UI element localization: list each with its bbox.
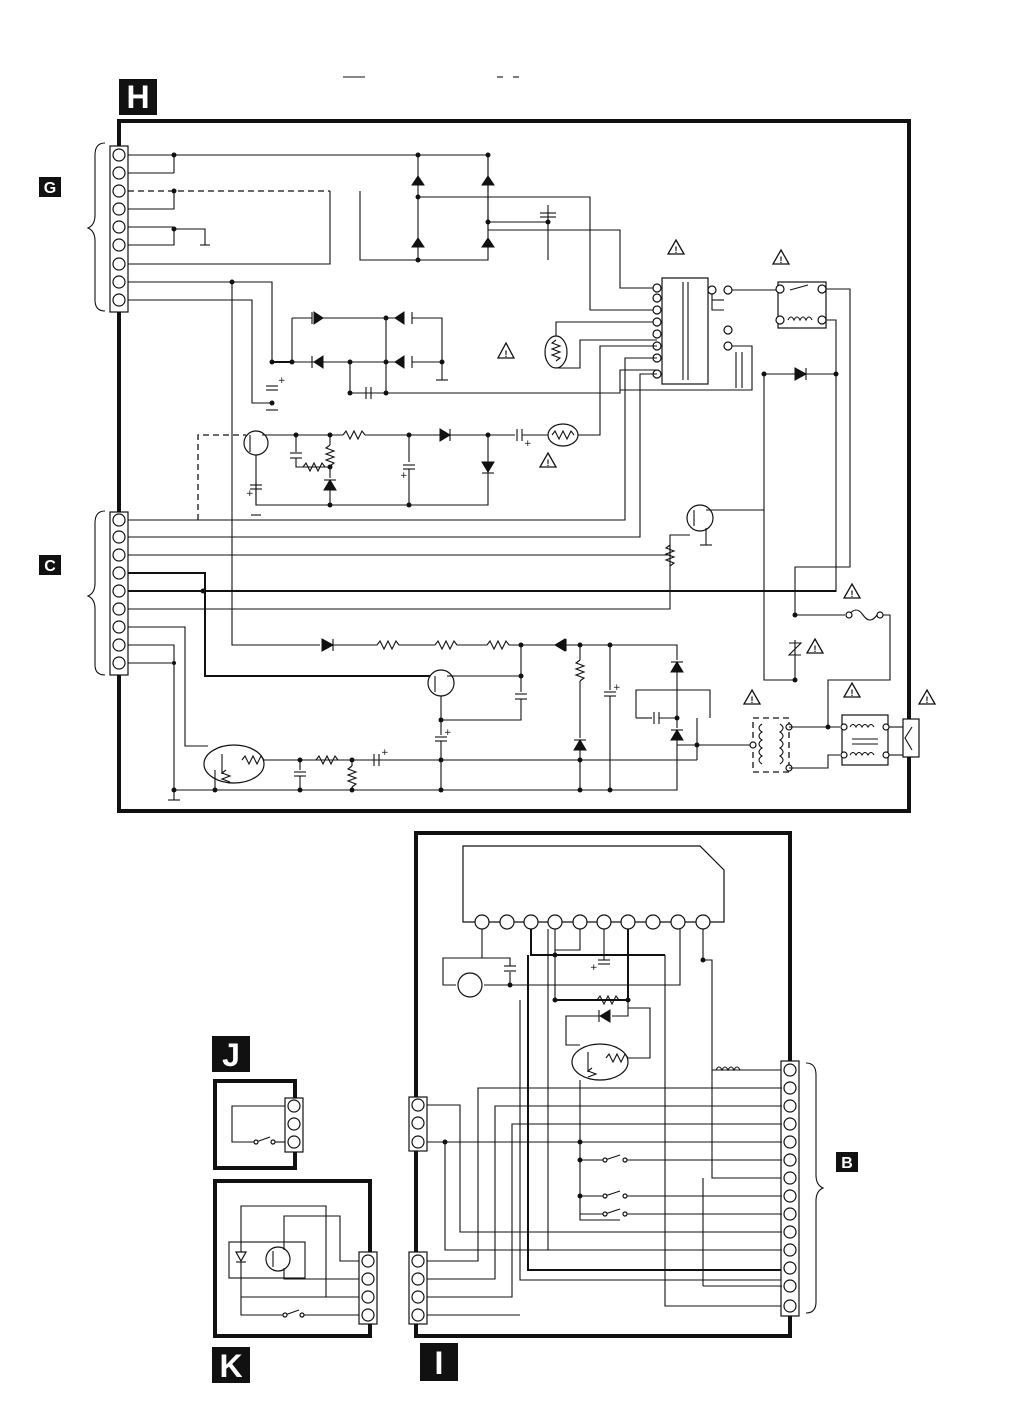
- svg-text:C: C: [44, 558, 56, 575]
- section-label-g: G: [39, 177, 61, 197]
- svg-text:!: !: [814, 644, 817, 654]
- section-label-c: C: [39, 555, 61, 575]
- svg-text:+: +: [278, 376, 286, 386]
- brace-b: [806, 1063, 823, 1313]
- svg-text:+: +: [400, 471, 408, 481]
- svg-text:!: !: [675, 245, 678, 255]
- warning-icon: !: [919, 690, 935, 705]
- svg-text:+: +: [524, 439, 532, 449]
- line-filter: [750, 715, 919, 772]
- warning-icon: !: [844, 584, 860, 599]
- board-j-contents: [232, 1098, 303, 1152]
- warning-icon: !: [844, 683, 860, 698]
- svg-text:H: H: [126, 79, 149, 115]
- svg-text:+: +: [381, 748, 389, 758]
- ic-chip: [463, 846, 724, 929]
- relay-top: [776, 282, 850, 615]
- section-label-h: H: [119, 79, 157, 115]
- warning-icon: !: [540, 453, 556, 468]
- warning-icon: !: [807, 639, 823, 654]
- wires-board-h-rect2: +: [266, 312, 657, 410]
- connector-c: [110, 512, 128, 675]
- svg-text:!: !: [926, 695, 929, 705]
- svg-text:!: !: [851, 688, 854, 698]
- svg-text:!: !: [505, 349, 508, 359]
- section-label-k: K: [212, 1347, 250, 1384]
- regulator-section: + + +: [198, 429, 550, 520]
- wires-board-i-lower: [427, 953, 782, 1316]
- svg-text:+: +: [590, 963, 598, 973]
- diode-right: [764, 368, 836, 680]
- warning-icon: !: [668, 240, 684, 255]
- connector-g: [110, 146, 128, 312]
- svg-text:!: !: [780, 255, 783, 265]
- connector-b: [781, 1061, 799, 1316]
- svg-text:J: J: [222, 1037, 240, 1073]
- warning-icon: !: [744, 690, 760, 705]
- svg-text:+: +: [246, 489, 254, 499]
- svg-text:I: I: [435, 1345, 444, 1381]
- svg-text:G: G: [44, 180, 56, 197]
- board-j-frame: [215, 1081, 295, 1168]
- phototransistor-lower: +: [204, 745, 389, 790]
- svg-text:B: B: [841, 1155, 853, 1172]
- connector-i-bottom: [409, 1252, 427, 1324]
- brace-c: [88, 511, 105, 675]
- brace-g: [88, 143, 105, 311]
- main-transformer: [620, 278, 778, 390]
- wires-board-h-c: [128, 358, 836, 800]
- junction-dots-h: [172, 153, 839, 793]
- svg-text:+: +: [613, 683, 621, 693]
- svg-text:K: K: [219, 1348, 242, 1384]
- wires-board-h-top: [128, 155, 657, 403]
- thermistor-left: [545, 322, 657, 368]
- connector-i-top: [409, 1097, 427, 1151]
- board-k-contents: [229, 1206, 377, 1324]
- svg-text:!: !: [751, 695, 754, 705]
- fuse-right: [789, 610, 890, 727]
- transistor-lower: +: [428, 670, 455, 790]
- svg-text:+: +: [444, 728, 452, 738]
- svg-text:!: !: [547, 458, 550, 468]
- warning-icon: !: [773, 250, 789, 265]
- warning-icon: !: [498, 343, 514, 359]
- transistor-right: [687, 505, 764, 545]
- section-label-i: I: [420, 1343, 458, 1381]
- section-label-b: B: [836, 1152, 858, 1172]
- svg-text:!: !: [851, 589, 854, 599]
- board-h-frame: [119, 121, 909, 811]
- section-label-j: J: [212, 1036, 250, 1073]
